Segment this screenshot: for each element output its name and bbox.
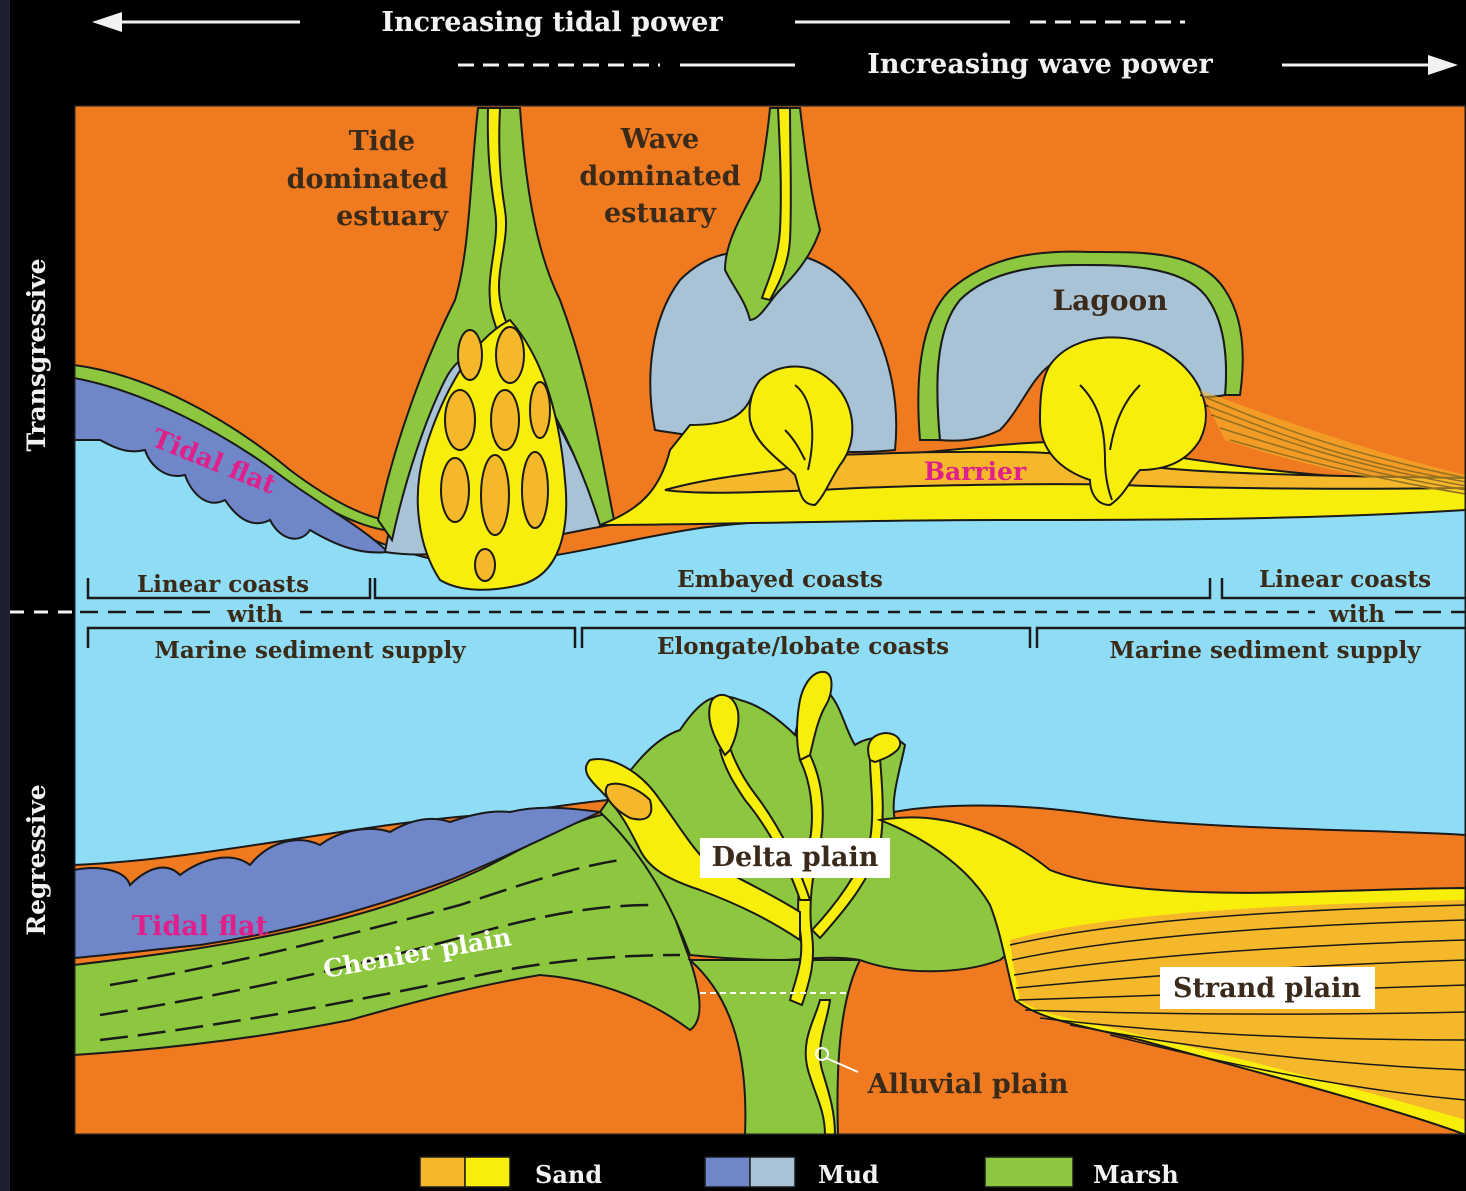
transgressive-label: Transgressive — [22, 258, 51, 451]
legend-item-sand: Sand — [420, 1157, 602, 1189]
tidal-power-label: Increasing tidal power — [381, 7, 723, 38]
tide-estuary-line2: dominated — [287, 164, 448, 195]
wave-estuary-line2: dominated — [579, 161, 740, 192]
wave-estuary-line1: Wave — [620, 124, 699, 155]
arrow-left-icon — [92, 12, 122, 32]
left-edge-strip — [0, 0, 10, 1191]
legend-swatch-mud-b — [750, 1157, 795, 1187]
barrier-label: Barrier — [924, 457, 1027, 486]
delta-plain-label: Delta plain — [712, 842, 879, 873]
legend-swatch-marsh — [985, 1157, 1073, 1187]
legend: Sand Mud Marsh — [420, 1157, 1179, 1189]
embayed-coasts: Embayed coasts — [677, 566, 883, 593]
with-left: with — [226, 601, 283, 628]
arrow-right-icon — [1428, 55, 1458, 75]
strand-plain-label: Strand plain — [1173, 973, 1361, 1004]
linear-coasts-left: Linear coasts — [137, 571, 309, 598]
alluvial-plain-label: Alluvial plain — [867, 1069, 1069, 1100]
legend-label-sand: Sand — [535, 1160, 602, 1189]
wave-estuary-line3: estuary — [604, 198, 717, 229]
marine-supply-right: Marine sediment supply — [1109, 637, 1421, 664]
legend-swatch-sand-a — [420, 1157, 465, 1187]
marine-supply-left: Marine sediment supply — [154, 637, 466, 664]
tidal-flat-bottom-label: Tidal flat — [132, 911, 269, 942]
tide-estuary-line3: estuary — [336, 201, 449, 232]
tide-estuary-line1: Tide — [349, 126, 415, 157]
regressive-label: Regressive — [22, 784, 51, 935]
with-right: with — [1328, 601, 1385, 628]
legend-item-mud: Mud — [705, 1157, 879, 1189]
linear-coasts-right: Linear coasts — [1259, 566, 1431, 593]
wave-power-label: Increasing wave power — [867, 49, 1213, 80]
legend-label-marsh: Marsh — [1093, 1160, 1179, 1189]
legend-label-mud: Mud — [818, 1160, 879, 1189]
lagoon-label: Lagoon — [1052, 284, 1167, 317]
legend-item-marsh: Marsh — [985, 1157, 1179, 1189]
legend-swatch-sand-b — [465, 1157, 510, 1187]
elongate-coasts: Elongate/lobate coasts — [657, 633, 949, 660]
legend-swatch-mud-a — [705, 1157, 750, 1187]
